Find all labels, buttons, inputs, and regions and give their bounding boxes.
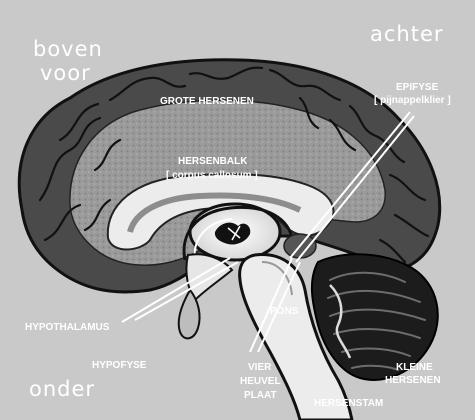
label-hersenbalk: HERSENBALK	[178, 156, 247, 168]
orientation-voor: voor	[40, 62, 91, 84]
label-hersenstam: HERSENSTAM	[314, 398, 383, 410]
orientation-achter: achter	[370, 23, 444, 45]
label-vier: VIER	[248, 362, 271, 374]
orientation-onder: onder	[29, 378, 95, 400]
label-pons: PONS	[270, 306, 298, 318]
label-pijnappelklier: [ pijnappelklier ]	[374, 95, 451, 107]
label-hersenen: HERSENEN	[385, 375, 441, 387]
label-kleine: KLEINE	[396, 362, 433, 374]
label-heuvel: HEUVEL	[240, 376, 281, 388]
label-grote-hersenen: GROTE HERSENEN	[160, 96, 254, 108]
orientation-boven: boven	[33, 38, 103, 60]
label-hypofyse: HYPOFYSE	[92, 360, 146, 372]
label-corpus-callosum: [ corpus callosum ]	[166, 170, 258, 182]
label-epifyse: EPIFYSE	[396, 82, 438, 94]
label-plaat: PLAAT	[244, 390, 277, 402]
label-hypothalamus: HYPOTHALAMUS	[25, 322, 109, 334]
